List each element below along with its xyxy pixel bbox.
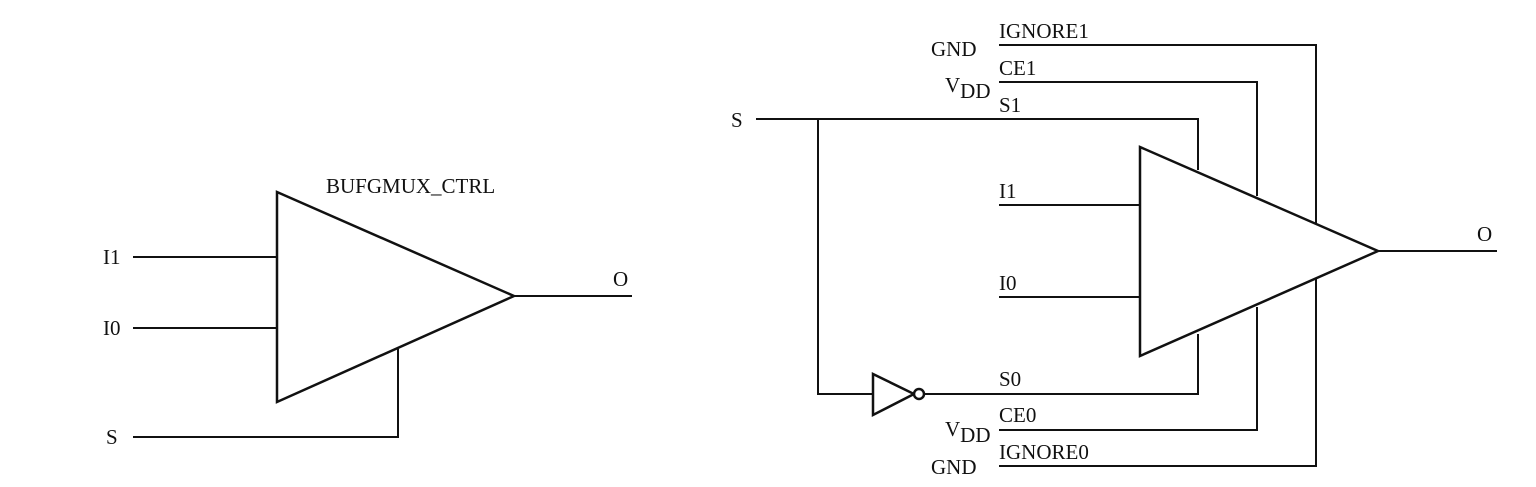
s0-label: S0 xyxy=(999,367,1021,391)
mux-i1-label: I1 xyxy=(999,179,1017,203)
inverter-bubble xyxy=(912,387,926,401)
ignore0-gnd-label: GND xyxy=(931,455,977,479)
s0-wire xyxy=(924,334,1199,395)
ce0-vdd-sub: DD xyxy=(960,423,990,447)
bufgmux-internal-circuit: O I1 I0 S S1 S0 IGNORE1 GND CE1 VDD CE0 … xyxy=(731,19,1497,479)
ignore1-label: IGNORE1 xyxy=(999,19,1089,43)
mux-i0-label: I0 xyxy=(999,271,1017,295)
ce0-label: CE0 xyxy=(999,403,1036,427)
select-input-label: S xyxy=(731,108,743,132)
ce0-wire xyxy=(999,307,1258,431)
s-label: S xyxy=(106,425,118,449)
s-wire xyxy=(133,349,399,438)
i1-label: I1 xyxy=(103,245,121,269)
symbol-title: BUFGMUX_CTRL xyxy=(326,174,495,198)
mux-triangle xyxy=(1138,145,1382,358)
ignore1-wire xyxy=(999,44,1317,224)
ce1-vdd-sub: DD xyxy=(960,79,990,103)
select-branch-wire xyxy=(817,119,873,395)
ce0-vdd-main: V xyxy=(945,417,960,441)
buffer-triangle xyxy=(275,190,518,404)
ce1-wire xyxy=(999,81,1258,196)
inverter-triangle xyxy=(871,371,917,418)
ce1-vdd-main: V xyxy=(945,73,960,97)
output-label: O xyxy=(613,267,628,291)
s1-wire xyxy=(756,118,1199,170)
inverter-gate xyxy=(871,371,926,418)
bufgmux-ctrl-symbol: BUFGMUX_CTRL I1 I0 S O xyxy=(103,174,632,449)
ce1-label: CE1 xyxy=(999,56,1036,80)
i0-label: I0 xyxy=(103,316,121,340)
s1-label: S1 xyxy=(999,93,1021,117)
mux-output-label: O xyxy=(1477,222,1492,246)
ce0-vdd-label: VDD xyxy=(945,417,991,447)
ignore0-wire xyxy=(999,279,1317,467)
ignore0-label: IGNORE0 xyxy=(999,440,1089,464)
ignore1-gnd-label: GND xyxy=(931,37,977,61)
ce1-vdd-label: VDD xyxy=(945,73,991,103)
